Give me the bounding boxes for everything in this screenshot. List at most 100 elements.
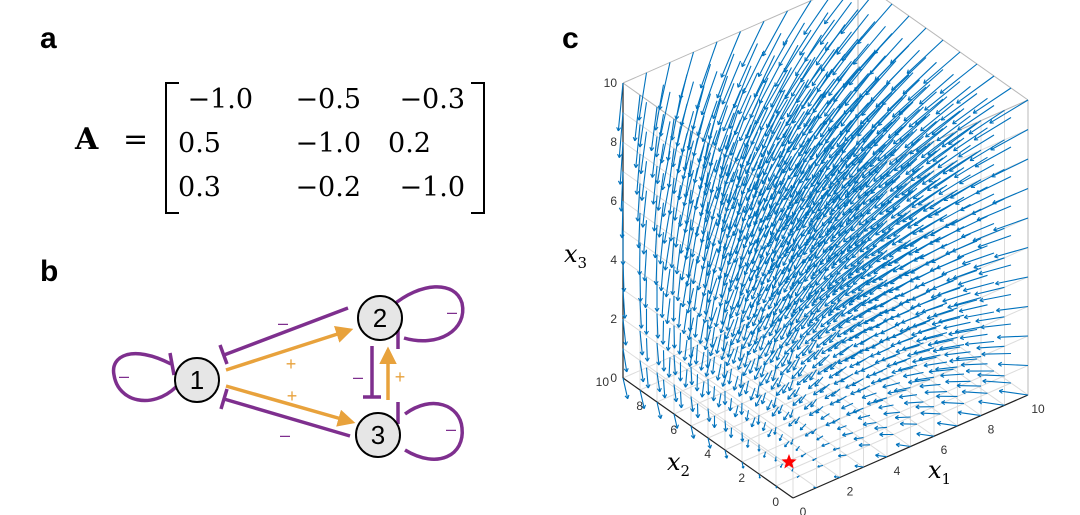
x1-tick-label: 0 <box>800 505 807 515</box>
vector-arrowhead <box>832 291 834 296</box>
vector-arrow <box>656 313 659 339</box>
vector-arrowhead <box>738 330 742 335</box>
vector-arrow <box>898 364 918 371</box>
vector-arrow <box>942 292 971 302</box>
vector-arrowhead <box>671 344 675 349</box>
vector-arrowhead <box>791 376 796 380</box>
vector-arrow <box>733 205 746 236</box>
vector-arrowhead <box>722 246 725 251</box>
vector-arrowhead <box>782 390 787 394</box>
vector-arrowhead <box>704 372 707 377</box>
vector-arrowhead <box>849 200 852 205</box>
vector-arrowhead <box>627 394 630 399</box>
vector-arrowhead <box>762 273 766 277</box>
sign-edge-3-2: + <box>395 367 406 387</box>
vector-arrowhead <box>828 374 832 379</box>
vector-arrow <box>774 354 786 370</box>
vector-arrow <box>730 427 733 438</box>
vector-arrowhead <box>870 191 876 195</box>
vector-arrowhead <box>957 410 962 413</box>
vector-arrow <box>894 106 924 136</box>
vector-arrowhead <box>699 238 702 243</box>
vector-arrowhead <box>691 253 696 258</box>
vector-arrow <box>729 398 733 411</box>
vector-arrowhead <box>702 318 705 324</box>
vector-arrow <box>690 425 695 439</box>
vector-arrowhead <box>916 431 921 435</box>
vector-arrowhead <box>702 164 705 169</box>
vector-arrowhead <box>620 261 624 266</box>
vector-arrow <box>813 347 824 360</box>
vector-arrowhead <box>687 362 691 367</box>
vector-arrow <box>671 236 675 268</box>
vector-arrow <box>806 319 820 336</box>
vector-arrow <box>816 295 830 313</box>
vector-arrowhead <box>838 453 841 457</box>
vector-arrowhead <box>689 226 692 231</box>
vector-arrow <box>802 342 813 357</box>
vector-arrowhead <box>739 230 744 234</box>
vector-arrowhead <box>859 187 864 191</box>
vector-arrowhead <box>636 190 640 195</box>
vector-arrowhead <box>819 391 824 393</box>
vector-arrow <box>773 397 777 408</box>
vector-arrowhead <box>684 220 687 225</box>
vector-arrowhead <box>828 350 833 352</box>
vector-arrowhead <box>839 353 844 356</box>
vector-arrowhead <box>746 290 751 294</box>
vector-arrowhead <box>714 194 717 200</box>
vector-arrowhead <box>681 175 684 180</box>
vector-arrowhead <box>920 410 925 414</box>
vector-arrowhead <box>658 260 661 265</box>
vector-arrowhead <box>742 182 747 187</box>
vector-arrowhead <box>783 323 785 328</box>
vector-arrow <box>856 215 877 238</box>
vector-arrow <box>691 226 699 258</box>
vector-arrow <box>767 119 786 155</box>
vector-arrow <box>927 130 958 156</box>
vector-arrowhead <box>745 390 749 395</box>
vector-arrowhead <box>657 207 662 211</box>
vector-arrowhead <box>755 393 758 399</box>
vector-arrowhead <box>654 152 657 158</box>
vector-arrow <box>756 385 760 398</box>
vector-arrowhead <box>817 464 820 468</box>
vector-arrowhead <box>706 418 710 422</box>
vector-arrow <box>746 439 750 448</box>
vector-arrow <box>655 254 658 285</box>
vector-arrowhead <box>626 368 629 373</box>
vector-arrowhead <box>873 272 878 275</box>
vector-arrow <box>958 274 988 286</box>
vector-arrowhead <box>691 279 694 285</box>
vector-arrowhead <box>833 320 838 323</box>
vector-arrow <box>874 426 888 429</box>
vector-arrow <box>725 110 739 150</box>
vector-arrowhead <box>617 180 621 185</box>
vector-arrowhead <box>792 401 795 406</box>
vector-arrow <box>769 347 779 363</box>
vector-arrow <box>752 267 760 291</box>
vector-arrowhead <box>792 340 796 344</box>
vector-arrowhead <box>798 374 803 377</box>
vector-arrowhead <box>954 328 959 333</box>
vector-arrow <box>823 361 837 373</box>
vector-arrowhead <box>692 280 697 285</box>
vector-arrowhead <box>707 263 710 268</box>
vector-arrowhead <box>767 243 772 248</box>
vector-arrowhead <box>652 200 657 205</box>
vector-arrowhead <box>728 279 731 284</box>
vector-arrowhead <box>759 192 764 197</box>
vector-arrowhead <box>717 240 720 245</box>
vector-arrowhead <box>873 398 877 402</box>
vector-arrowhead <box>708 162 711 167</box>
vector-arrow <box>782 241 796 266</box>
vector-arrow <box>877 374 894 382</box>
vector-arrow <box>727 169 739 203</box>
vector-arrow <box>849 319 864 333</box>
vector-arrowhead <box>941 400 946 403</box>
vector-arrowhead <box>705 244 707 249</box>
vector-arrowhead <box>749 242 754 247</box>
vector-arrow <box>701 172 709 208</box>
vector-arrowhead <box>759 373 762 378</box>
vector-arrowhead <box>724 455 728 459</box>
